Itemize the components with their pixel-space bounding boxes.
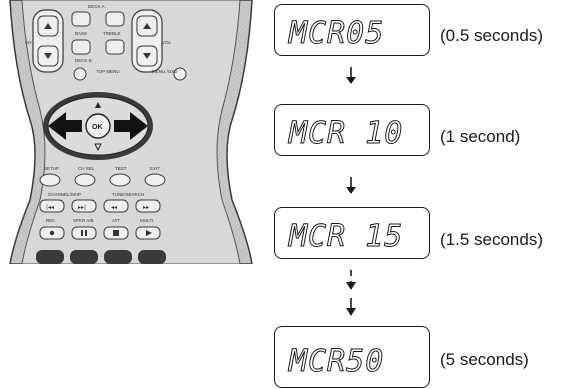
- dotted-down-arrow-icon: [346, 270, 356, 316]
- remote-control-illustration: CH VOL DECK A BASS TREBLE DECK B TOP MEN…: [9, 0, 253, 264]
- vol-rocker[interactable]: VOL: [131, 9, 172, 73]
- ch-sel-button[interactable]: [74, 173, 96, 187]
- top-menu-button[interactable]: [73, 67, 87, 81]
- multi-label: MULTI: [140, 218, 153, 223]
- segment-readout-mcr05: MCR05: [288, 16, 384, 52]
- menu-osd-label: MENU /OSD: [152, 69, 178, 74]
- display-mcr05: MCR05: [274, 4, 430, 56]
- bass-button[interactable]: [71, 39, 91, 55]
- deck-a-label: DECK A: [88, 4, 105, 9]
- tune-search-label: TUNE/SEARCH: [112, 192, 144, 197]
- deck-a-button[interactable]: [71, 11, 91, 27]
- svg-text:▸▸: ▸▸: [143, 204, 149, 211]
- caption-4: (5 seconds): [440, 350, 529, 369]
- right-arrow-icon: [114, 112, 148, 140]
- segment-readout-mcr50: MCR50: [288, 344, 384, 380]
- treble-up-button[interactable]: [105, 11, 125, 27]
- test-label: TEST: [115, 166, 127, 171]
- display-text-1: MCR05: [288, 16, 384, 51]
- vol-label: VOL: [162, 40, 172, 45]
- segment-readout-mcr10: MCR 10: [288, 116, 403, 152]
- display-mcr50: MCR50: [274, 326, 430, 388]
- menu-osd-button[interactable]: [173, 67, 187, 81]
- spkr-ab-label: SPKR A/B: [73, 218, 94, 223]
- ch-label: CH: [25, 40, 32, 45]
- display-text-4: MCR50: [288, 344, 384, 379]
- display-text-3: MCR 15: [288, 219, 403, 254]
- channel-skip-label: CHANNEL/SKIP: [48, 192, 81, 197]
- ok-label: OK: [92, 124, 103, 131]
- function-buttons: SETUP CH SEL TEST EXIT CHANNEL/SKIP TUNE…: [36, 166, 166, 264]
- bass-label: BASS: [75, 31, 87, 36]
- down-arrow-icon: [346, 67, 356, 84]
- deck-b-label: DECK B: [75, 58, 92, 63]
- treble-button[interactable]: [105, 39, 125, 55]
- down-arrow-icon: [346, 177, 356, 194]
- caption-1: (0.5 seconds): [440, 26, 543, 45]
- ch-sel-label: CH SEL: [78, 166, 95, 171]
- caption-2: (1 second): [440, 127, 521, 146]
- exit-label: EXIT: [150, 166, 160, 171]
- display-mcr15: MCR 15: [274, 207, 430, 259]
- att-label: ATT: [112, 218, 120, 223]
- setup-button[interactable]: [39, 173, 61, 187]
- svg-text:▸▸|: ▸▸|: [78, 204, 86, 211]
- display-text-2: MCR 10: [288, 116, 403, 151]
- svg-text:|◂◂: |◂◂: [46, 204, 54, 211]
- caption-3: (1.5 seconds): [440, 230, 543, 249]
- left-arrow-icon: [48, 112, 82, 140]
- top-menu-label: TOP MENU: [96, 69, 120, 74]
- test-button[interactable]: [109, 173, 131, 187]
- navigation-pad[interactable]: OK: [43, 92, 153, 160]
- segment-readout-mcr15: MCR 15: [288, 219, 403, 255]
- display-mcr10: MCR 10: [274, 104, 430, 156]
- exit-button[interactable]: [144, 173, 166, 187]
- svg-text:◂◂: ◂◂: [111, 204, 117, 211]
- treble-label: TREBLE: [103, 31, 121, 36]
- ch-rocker[interactable]: CH: [25, 9, 64, 73]
- setup-label: SETUP: [44, 166, 59, 171]
- rec-label: REC: [46, 218, 56, 223]
